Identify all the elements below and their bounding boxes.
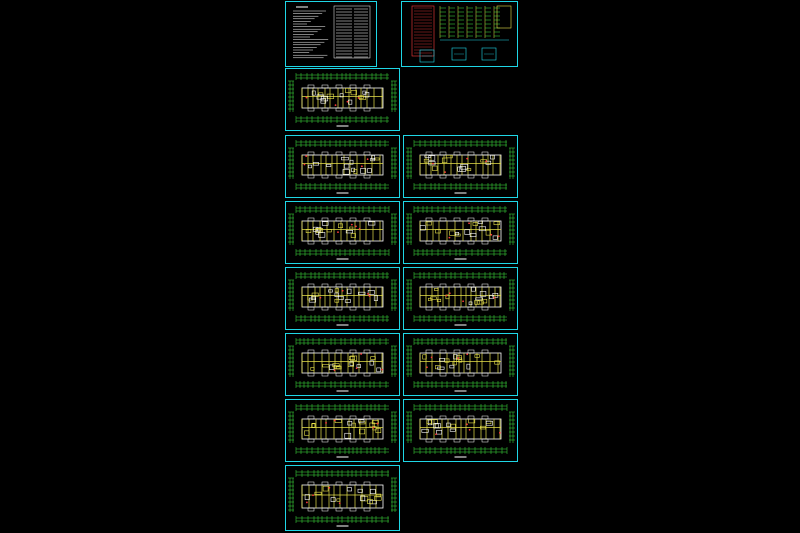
floor-plan — [301, 349, 384, 377]
riser-system-diagram — [411, 5, 512, 63]
floor-plan — [419, 349, 502, 377]
sheet-plan-3[interactable] — [403, 135, 518, 198]
sheet-plan-10-drawing — [288, 404, 397, 458]
dimension-lines — [406, 404, 515, 454]
dimension-lines — [288, 470, 397, 523]
floor-plan — [419, 151, 502, 179]
sheet-plan-7[interactable] — [403, 267, 518, 330]
floor-plan — [301, 415, 384, 443]
sheet-plan-9[interactable] — [403, 333, 518, 396]
sheet-plan-5-drawing — [406, 206, 515, 260]
sheet-plan-8-drawing — [288, 338, 397, 392]
sheet-plan-4[interactable] — [285, 201, 400, 264]
dimension-lines — [288, 272, 397, 322]
notes-text-block — [293, 6, 329, 59]
sheet-plan-2[interactable] — [285, 135, 400, 198]
dimension-lines — [406, 206, 515, 256]
floor-plan — [419, 217, 502, 245]
dimension-lines — [406, 272, 515, 322]
sheet-plan-9-drawing — [406, 338, 515, 392]
sheet-system-diagram-drawing — [411, 5, 512, 63]
sheet-plan-4-drawing — [288, 206, 397, 260]
floor-plan — [301, 151, 384, 179]
sheet-system-diagram[interactable] — [401, 1, 518, 67]
dimension-lines — [406, 140, 515, 190]
floor-plan — [301, 283, 384, 311]
floor-plan — [419, 283, 502, 311]
sheet-plan-3-drawing — [406, 140, 515, 194]
notes-table — [333, 5, 371, 59]
sheet-plan-7-drawing — [406, 272, 515, 326]
sheet-plan-6-drawing — [288, 272, 397, 326]
floor-plan — [419, 415, 502, 443]
sheet-plan-11[interactable] — [403, 399, 518, 462]
sheet-plan-1[interactable] — [285, 68, 400, 131]
sheet-plan-5[interactable] — [403, 201, 518, 264]
sheet-plan-10[interactable] — [285, 399, 400, 462]
sheet-plan-11-drawing — [406, 404, 515, 458]
dimension-lines — [288, 206, 397, 256]
dimension-lines — [406, 338, 515, 388]
sheet-notes[interactable] — [285, 1, 377, 67]
sheet-plan-8[interactable] — [285, 333, 400, 396]
dimension-lines — [288, 404, 397, 454]
floor-plan — [301, 84, 384, 112]
sheet-plan-2-drawing — [288, 140, 397, 194]
sheet-notes-drawing — [293, 5, 371, 59]
sheet-plan-12-drawing — [288, 470, 397, 527]
sheet-roof-plan[interactable] — [285, 465, 400, 531]
sheet-plan-6[interactable] — [285, 267, 400, 330]
floor-plan — [301, 217, 384, 245]
floor-plan — [301, 481, 384, 512]
sheet-plan-1-drawing — [288, 73, 397, 127]
dimension-lines — [288, 140, 397, 190]
dimension-lines — [288, 73, 397, 123]
dimension-lines — [288, 338, 397, 388]
